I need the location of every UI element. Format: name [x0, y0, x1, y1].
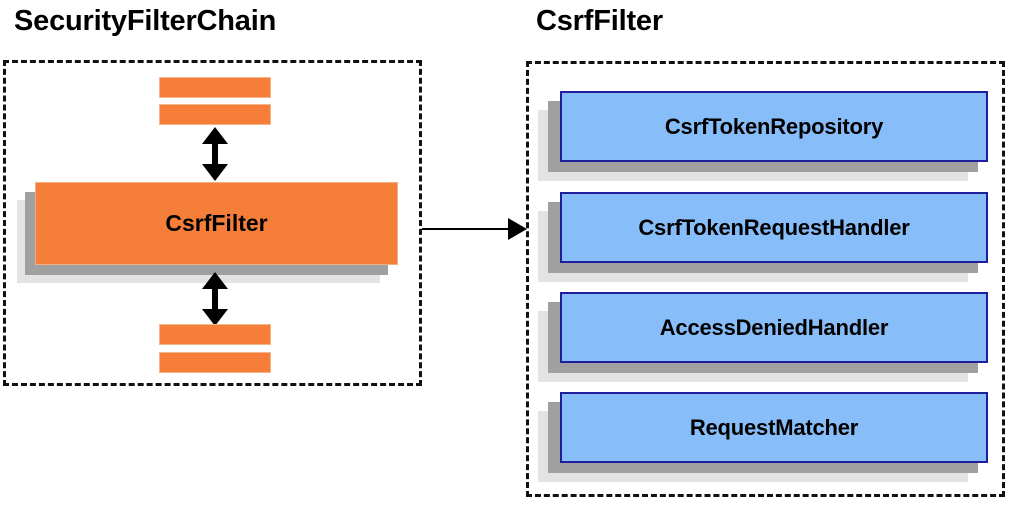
double-arrow-down	[202, 272, 228, 326]
page-title-csrf-filter: CsrfFilter	[536, 5, 663, 37]
arrow-head-up-icon	[202, 272, 228, 289]
page-title-security-filter-chain: SecurityFilterChain	[14, 5, 277, 37]
filter-bar-top-2	[159, 104, 271, 125]
filter-bar-bottom-2	[159, 352, 271, 373]
node-csrf-token-repository[interactable]: CsrfTokenRepository	[538, 91, 988, 181]
node-csrf-filter-face[interactable]: CsrfFilter	[35, 182, 398, 265]
csrf-filter-boundary	[526, 61, 1005, 497]
connector-line	[422, 228, 514, 230]
node-request-matcher-face[interactable]: RequestMatcher	[560, 392, 988, 463]
node-label: CsrfTokenRepository	[664, 113, 884, 139]
double-arrow-up	[202, 127, 228, 181]
node-label: AccessDeniedHandler	[659, 314, 889, 340]
connector-arrow-left-to-right	[422, 218, 530, 240]
arrow-head-down-icon	[202, 309, 228, 326]
security-filter-chain-boundary	[3, 60, 422, 386]
node-csrf-filter[interactable]: CsrfFilter	[17, 182, 399, 292]
node-label: RequestMatcher	[689, 414, 859, 440]
arrow-shaft	[212, 141, 218, 167]
filter-bar-bottom-1	[159, 324, 271, 345]
node-csrf-filter-label: CsrfFilter	[165, 210, 268, 236]
arrow-head-right-icon	[508, 218, 527, 240]
arrow-head-up-icon	[202, 127, 228, 144]
arrow-shaft	[212, 286, 218, 312]
node-request-matcher[interactable]: RequestMatcher	[538, 392, 988, 482]
arrow-head-down-icon	[202, 164, 228, 181]
node-access-denied-handler-face[interactable]: AccessDeniedHandler	[560, 292, 988, 363]
node-csrf-token-repository-face[interactable]: CsrfTokenRepository	[560, 91, 988, 162]
node-csrf-token-request-handler-face[interactable]: CsrfTokenRequestHandler	[560, 192, 988, 263]
node-csrf-token-request-handler[interactable]: CsrfTokenRequestHandler	[538, 192, 988, 282]
filter-bar-top-1	[159, 77, 271, 98]
node-access-denied-handler[interactable]: AccessDeniedHandler	[538, 292, 988, 382]
node-label: CsrfTokenRequestHandler	[638, 214, 910, 240]
